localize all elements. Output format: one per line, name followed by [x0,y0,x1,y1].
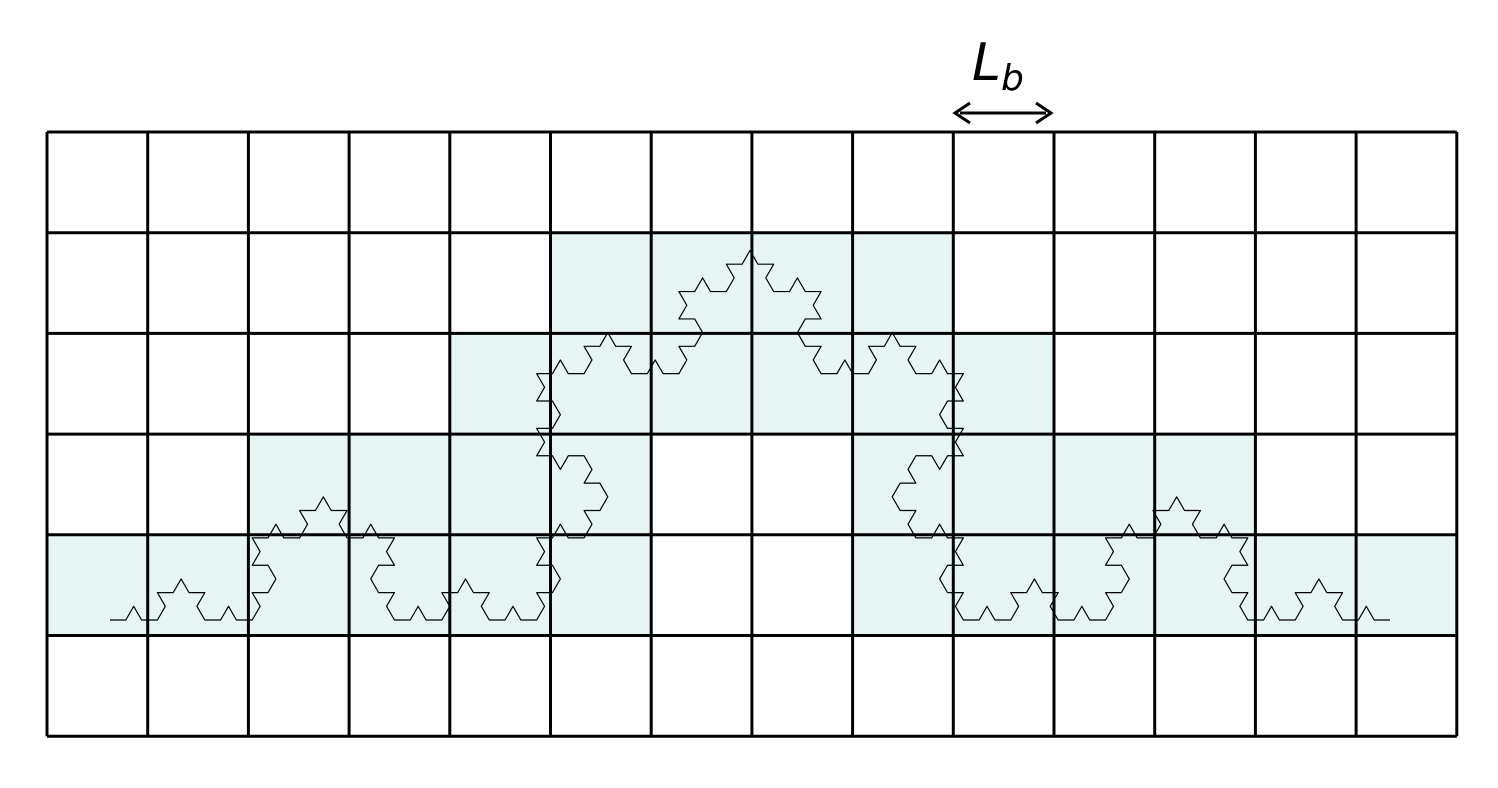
occupied-cell [1255,534,1357,636]
occupied-cell [248,534,350,636]
occupied-cell [852,232,954,334]
occupied-cell [1356,534,1457,636]
occupied-cell [852,434,954,535]
occupied-cells [47,232,1457,636]
occupied-cell [349,434,450,535]
box-grid [45,130,1459,738]
occupied-cell [550,534,652,636]
occupied-cell [449,434,551,535]
occupied-cell [852,333,954,435]
occupied-cell [1054,434,1155,535]
fractal-curve-group [110,249,1390,621]
occupied-cell [147,534,249,636]
occupied-cell [651,232,752,334]
occupied-cell [449,333,551,435]
occupied-cell [47,534,148,636]
koch-curve [110,249,1390,621]
occupied-cell [751,232,853,334]
occupied-cell [953,333,1054,435]
occupied-cell [550,232,652,334]
scale-label-subscript: b [1001,58,1024,99]
occupied-cell [953,534,1054,636]
occupied-cell [449,534,551,636]
occupied-cell [550,333,652,435]
scale-annotation: Lb [952,33,1054,125]
occupied-cell [349,534,450,636]
occupied-cell [1154,534,1256,636]
scale-arrow-left-head [952,101,971,125]
occupied-cell [751,333,853,435]
occupied-cell [1054,534,1155,636]
occupied-cell [651,333,752,435]
scale-label: Lb [972,33,1024,99]
occupied-cell [1154,434,1256,535]
scale-label-main: L [972,33,1001,93]
occupied-cell [953,434,1054,535]
scale-arrow-right-head [1035,101,1054,125]
occupied-cell [852,534,954,636]
occupied-cell [248,434,350,535]
